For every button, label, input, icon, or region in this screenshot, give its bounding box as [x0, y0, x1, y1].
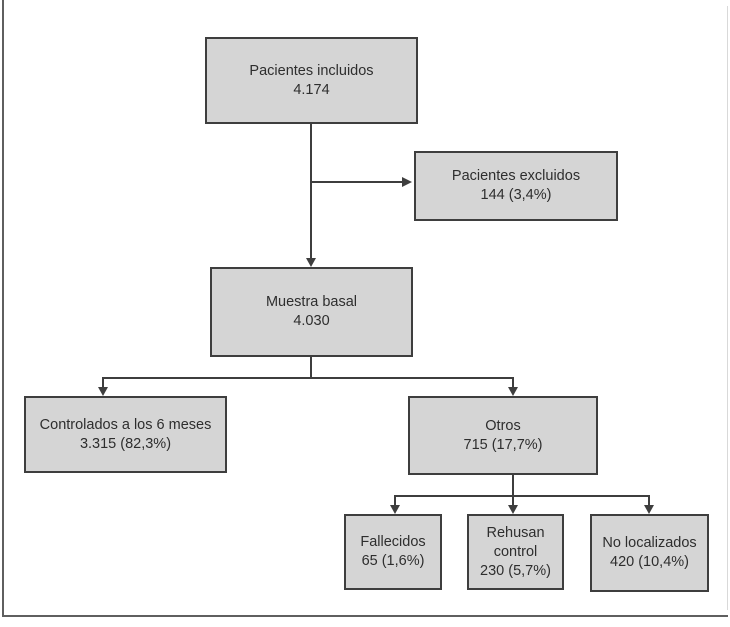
- connector-others-branch: [394, 495, 650, 497]
- node-value: 144 (3,4%): [480, 187, 552, 203]
- node-fallecidos: Fallecidos 65 (1,6%): [344, 514, 442, 590]
- node-value: 3.315 (82,3%): [79, 435, 172, 452]
- node-value: 4.174: [293, 81, 330, 98]
- connector-included-to-excluded: [311, 181, 402, 183]
- connector-to-deceased: [394, 495, 396, 506]
- node-label: Controlados a los 6 meses: [39, 416, 212, 433]
- node-pacientes-incluidos: Pacientes incluidos 4.174: [205, 37, 418, 124]
- node-rehusan-control: Rehusan control 230 (5,7%): [467, 514, 564, 590]
- node-value: 65 (1,6%): [361, 553, 425, 569]
- arrowhead-excluded-icon: [402, 177, 412, 187]
- arrowhead-baseline-icon: [306, 258, 316, 267]
- node-label: Rehusan control: [486, 524, 545, 560]
- connector-included-to-baseline: [310, 123, 312, 259]
- node-label: Fallecidos: [360, 534, 426, 550]
- node-value: 715 (17,7%): [463, 436, 543, 453]
- arrowhead-controlled-icon: [98, 387, 108, 396]
- node-controlados-6-meses: Controlados a los 6 meses 3.315 (82,3%): [24, 396, 227, 473]
- node-value: 420 (10,4%): [610, 554, 689, 570]
- node-muestra-basal: Muestra basal 4.030: [210, 267, 413, 357]
- arrowhead-refuse-control-icon: [508, 505, 518, 514]
- arrowhead-deceased-icon: [390, 505, 400, 514]
- page-border-right: [727, 6, 728, 610]
- arrowhead-not-located-icon: [644, 505, 654, 514]
- connector-to-others: [512, 377, 514, 388]
- connector-to-controlled: [102, 377, 104, 388]
- node-otros: Otros 715 (17,7%): [408, 396, 598, 475]
- connector-to-refuse-control: [512, 495, 514, 506]
- node-label: Pacientes incluidos: [249, 62, 374, 79]
- node-label: Muestra basal: [265, 294, 358, 310]
- page-border-left: [2, 0, 4, 617]
- page-border-bottom: [2, 615, 728, 617]
- node-label: Otros: [485, 417, 521, 434]
- connector-to-not-located: [648, 495, 650, 506]
- arrowhead-others-icon: [508, 387, 518, 396]
- node-value: 230 (5,7%): [480, 562, 551, 579]
- node-label: Pacientes excluidos: [451, 168, 581, 184]
- node-value: 4.030: [293, 313, 330, 329]
- connector-baseline-stem: [310, 356, 312, 378]
- connector-others-stem: [512, 475, 514, 496]
- connector-baseline-branch: [102, 377, 514, 379]
- node-pacientes-excluidos: Pacientes excluidos 144 (3,4%): [414, 151, 618, 221]
- node-no-localizados: No localizados 420 (10,4%): [590, 514, 709, 592]
- node-label: No localizados: [602, 535, 697, 551]
